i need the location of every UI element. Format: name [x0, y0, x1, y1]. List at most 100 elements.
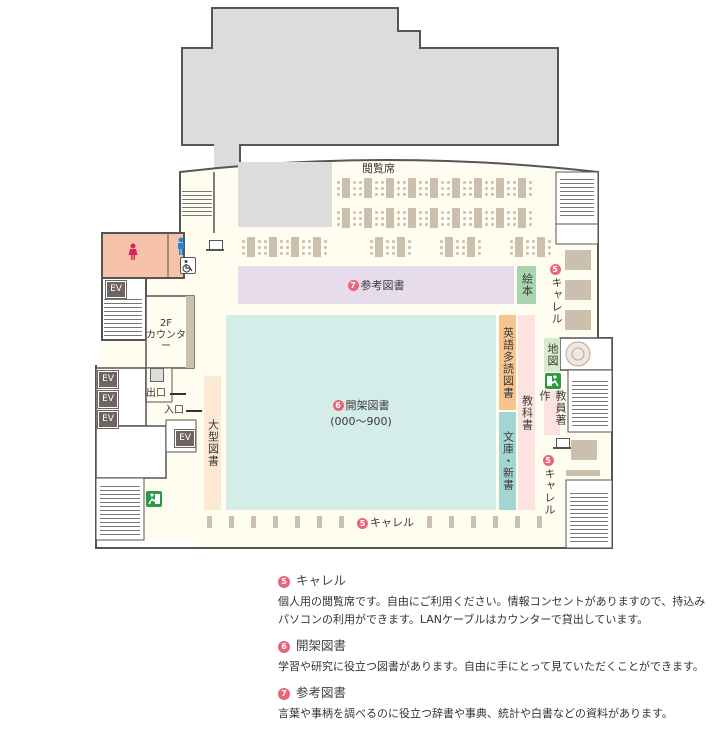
- carrel-right-lower-label[interactable]: 5 キャレル: [541, 453, 556, 516]
- zone-picture-books[interactable]: 絵本: [517, 266, 536, 304]
- zone-number-badge: 5: [549, 263, 561, 275]
- carrel-desks: [571, 440, 597, 460]
- elevator-icon: EV: [175, 430, 195, 447]
- reading-table: [401, 178, 423, 198]
- zone-number-badge: 6: [332, 400, 344, 411]
- zone-number-badge: 5: [357, 517, 368, 529]
- legend-description: 言葉や事柄を調べるのに役立つ辞書や事典、統計や白書などの資料があります。: [278, 707, 673, 720]
- reading-table: [530, 237, 552, 257]
- reading-table: [508, 237, 530, 257]
- elevator-icon: EV: [98, 391, 118, 408]
- emergency-exit-icon: [146, 491, 162, 507]
- zone-open-stacks-range: (000〜900): [330, 414, 392, 428]
- carrel-desk: [317, 516, 322, 528]
- legend-description: 個人用の閲覧席です。自由にご利用ください。情報コンセントがありますので、持込みパ…: [278, 595, 706, 626]
- reading-table: [335, 178, 357, 198]
- stairs-top-right: [560, 176, 594, 216]
- carrel-desks: [565, 250, 591, 270]
- zone-paperbacks[interactable]: 文庫・新書: [499, 412, 516, 510]
- stairs-left: [104, 298, 142, 336]
- reading-table: [335, 208, 357, 228]
- carrel-desk: [515, 516, 520, 528]
- reading-table: [379, 178, 401, 198]
- mens-restroom-icon: [176, 237, 186, 255]
- entrance-arrow-icon: [186, 410, 202, 412]
- reading-table: [262, 237, 284, 257]
- stairs-right-bottom: [570, 490, 608, 542]
- carrel-desk: [449, 516, 454, 528]
- elevator-icon: EV: [106, 281, 126, 298]
- reading-table: [467, 178, 489, 198]
- stairs-top-left: [182, 188, 212, 216]
- reading-table: [357, 208, 379, 228]
- carrel-desks: [565, 280, 591, 300]
- reading-table: [423, 208, 445, 228]
- stairs-bottom-left: [100, 485, 140, 535]
- reading-table: [390, 237, 412, 257]
- counter-label: 2F カウンター: [146, 318, 186, 352]
- zone-map-corner-label: 地図: [546, 343, 559, 367]
- zone-faculty-works[interactable]: 教員著作: [538, 390, 567, 435]
- carrel-desk: [229, 516, 234, 528]
- carrel-desks: [566, 470, 600, 476]
- exit-arrow-icon: [170, 393, 186, 395]
- zone-faculty-works-label: 教員著作: [538, 390, 567, 426]
- reading-table: [368, 237, 390, 257]
- reading-table: [489, 208, 511, 228]
- reading-table: [306, 237, 328, 257]
- carrel-desk: [251, 516, 256, 528]
- reading-table: [240, 237, 262, 257]
- carrel-desk: [471, 516, 476, 528]
- carrel-desk: [295, 516, 300, 528]
- legend-number-badge: 7: [278, 687, 290, 700]
- zone-paperbacks-label: 文庫・新書: [501, 431, 515, 491]
- carrel-desk: [537, 516, 542, 528]
- reading-table: [445, 178, 467, 198]
- reading-table: [423, 178, 445, 198]
- carrel-right-upper-label[interactable]: 5 キャレル: [548, 262, 563, 325]
- zone-reference-books-label: 参考図書: [360, 279, 405, 292]
- emergency-exit-icon: [545, 373, 561, 389]
- reading-table: [379, 208, 401, 228]
- zone-number-badge: 5: [542, 454, 554, 466]
- reading-table: [284, 237, 306, 257]
- reading-table: [511, 178, 533, 198]
- accessible-restroom-icon: [180, 257, 196, 274]
- reading-table: [511, 208, 533, 228]
- zone-textbooks-label: 教科書: [520, 394, 534, 431]
- carrel-desk: [427, 516, 432, 528]
- elevator-icon: EV: [98, 411, 118, 428]
- carrel-desk: [493, 516, 498, 528]
- zone-large-books-label: 大型図書: [206, 419, 220, 467]
- zone-textbooks[interactable]: 教科書: [518, 315, 535, 510]
- carrel-desk: [207, 516, 212, 528]
- carrel-desks: [565, 310, 591, 330]
- zone-english-reading[interactable]: 英語多読図書: [499, 315, 516, 410]
- carrel-desk: [273, 516, 278, 528]
- carrel-desk: [339, 516, 344, 528]
- reading-table: [489, 178, 511, 198]
- carrel-label: キャレル: [550, 277, 563, 325]
- carrel-label: キャレル: [543, 468, 556, 516]
- reading-table: [357, 178, 379, 198]
- copier-icon: [150, 368, 164, 382]
- zone-open-stacks-label: 開架図書: [345, 398, 390, 412]
- legend-number-badge: 5: [278, 575, 290, 588]
- reading-table: [445, 208, 467, 228]
- reading-table: [460, 237, 482, 257]
- womens-restroom-icon: [128, 243, 138, 261]
- zone-map-corner[interactable]: 地図: [544, 338, 560, 372]
- legend-description: 学習や研究に役立つ図書があります。自由に手にとって見ていただくことができます。: [278, 660, 704, 673]
- entrance-label: 入口: [164, 405, 184, 416]
- legend-number-badge: 6: [278, 640, 290, 653]
- zone-large-books[interactable]: 大型図書: [204, 376, 221, 510]
- carrel-label: キャレル: [370, 516, 414, 529]
